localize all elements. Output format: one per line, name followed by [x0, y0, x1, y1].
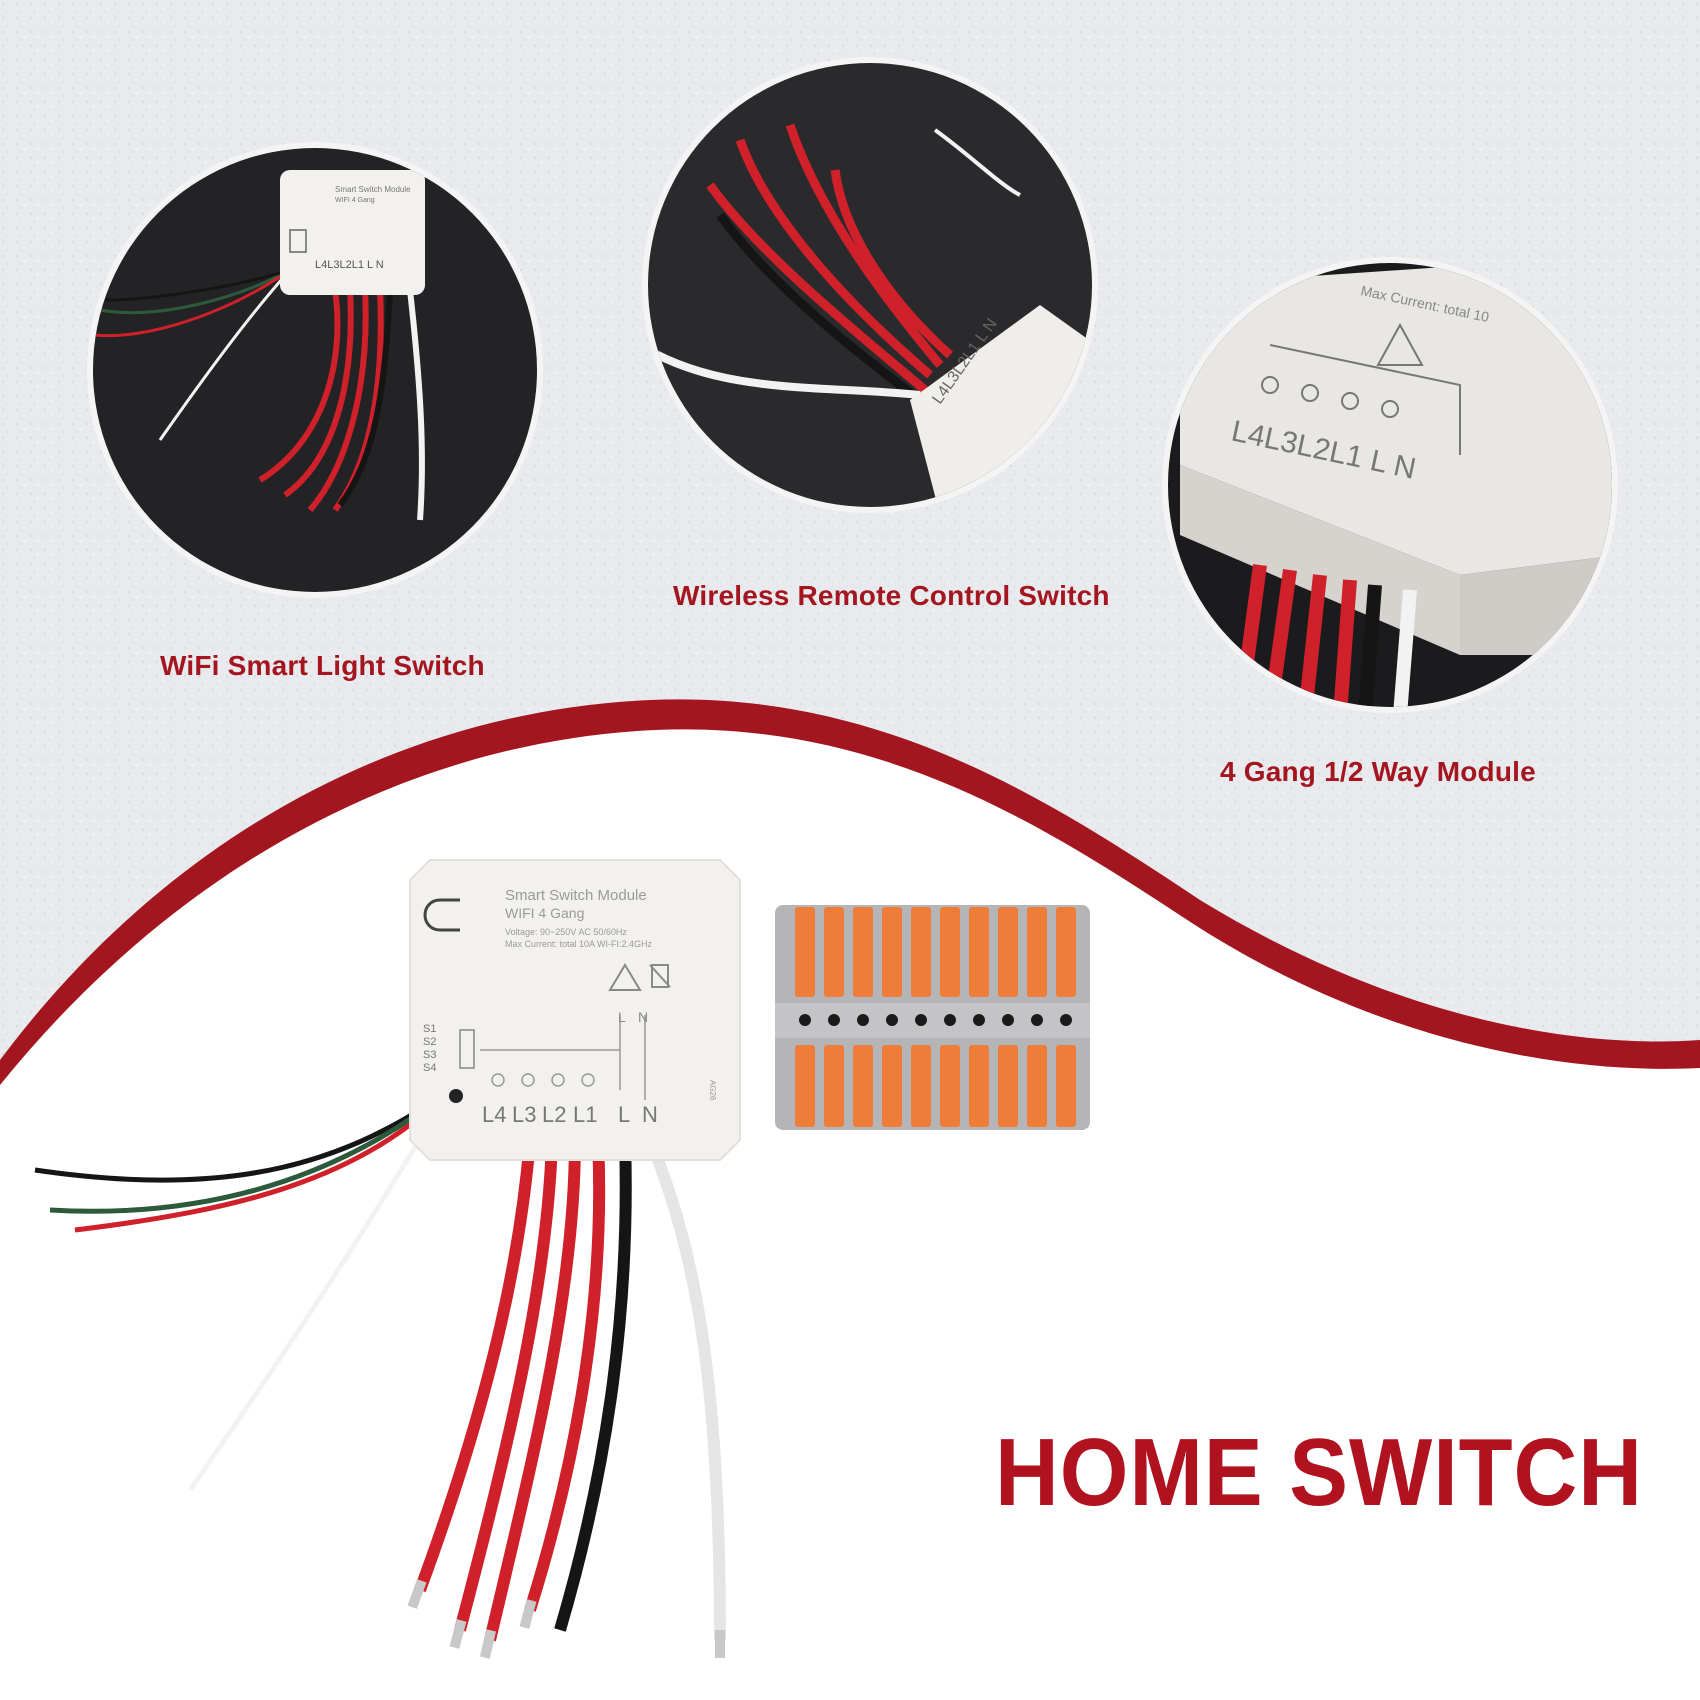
main-switch-module-photo: Smart Switch Module WIFI 4 Gang Voltage:…: [34, 859, 741, 1659]
module-subtitle: WIFI 4 Gang: [505, 905, 584, 921]
headline-home-switch: HOME SWITCH: [995, 1419, 1643, 1526]
svg-text:L4L3L2L1 L N: L4L3L2L1 L N: [315, 259, 384, 271]
module-voltage: Voltage: 90~250V AC 50/60Hz: [505, 927, 627, 937]
module-model: AG26: [708, 1080, 717, 1101]
module-title-small: Smart Switch Module: [335, 185, 411, 194]
connector-holes: [799, 1014, 1072, 1026]
connector-levers-top: [795, 907, 1076, 997]
terminal-l: L: [618, 1102, 630, 1127]
keyhole-icon: [423, 898, 460, 932]
connector-levers-bottom: [795, 1045, 1076, 1127]
caption-4-gang-module: 4 Gang 1/2 Way Module: [1220, 756, 1536, 787]
module-title: Smart Switch Module: [505, 887, 647, 904]
photo-circle-wifi-switch: Smart Switch Module WIFI 4 Gang L4L3L2L1…: [87, 142, 543, 598]
caption-wifi-smart-light-switch: WiFi Smart Light Switch: [160, 650, 485, 681]
caption-wireless-remote-control-switch: Wireless Remote Control Switch: [673, 580, 1110, 611]
weee-bin-icon: [651, 964, 669, 988]
svg-text:N: N: [638, 1009, 648, 1025]
warning-icon: [608, 963, 642, 991]
photo-circle-wireless-switch: L4L3L2L1 L N: [642, 57, 1098, 513]
terminal-l3: L3: [512, 1102, 536, 1127]
svg-text:WIFI 4 Gang: WIFI 4 Gang: [335, 197, 375, 204]
switch-input-s2: S2: [423, 1036, 436, 1048]
module-current: Max Current: total 10A WI-FI:2.4GHz: [505, 939, 653, 949]
terminal-block-connector: [775, 905, 1090, 1130]
lower-white-area: [0, 1099, 1700, 1700]
terminal-l4: L4: [482, 1102, 506, 1127]
photo-circle-module-closeup: Max Current: total 10 L4L3L2L1 L N: [1162, 257, 1618, 713]
terminal-l1: L1: [573, 1102, 597, 1127]
terminal-n: N: [642, 1102, 658, 1127]
switch-input-s1: S1: [423, 1023, 436, 1035]
switch-input-s4: S4: [423, 1062, 436, 1074]
switch-input-s3: S3: [423, 1049, 436, 1061]
svg-text:L: L: [618, 1009, 626, 1025]
terminal-l2: L2: [542, 1102, 566, 1127]
